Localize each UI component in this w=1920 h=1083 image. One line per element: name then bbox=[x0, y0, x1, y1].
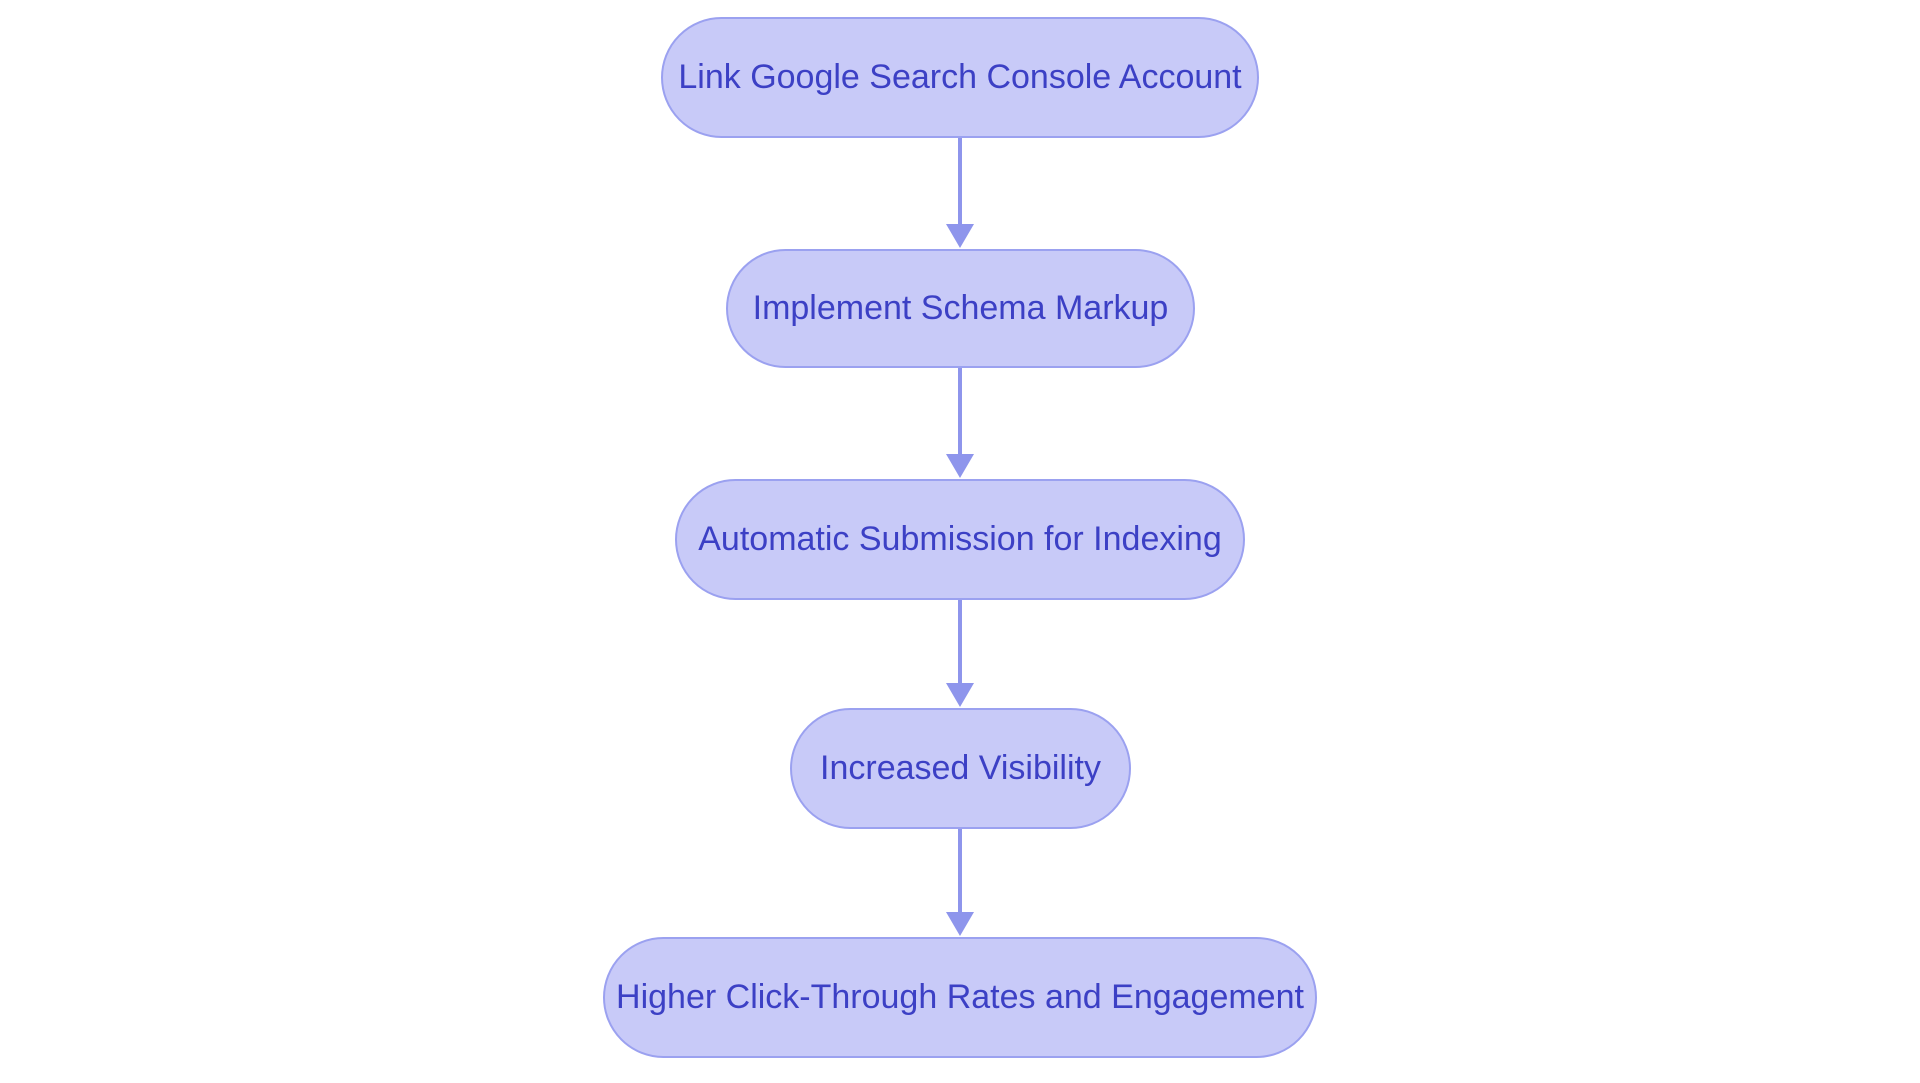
flowchart-node-higher-ctr-engagement: Higher Click-Through Rates and Engagemen… bbox=[603, 937, 1317, 1058]
connector-arrow-down-icon bbox=[946, 138, 974, 248]
node-label: Implement Schema Markup bbox=[752, 289, 1169, 327]
arrow-head bbox=[946, 224, 974, 248]
arrow-stem bbox=[958, 368, 962, 456]
connector-arrow-down-icon bbox=[946, 829, 974, 936]
arrow-head bbox=[946, 912, 974, 936]
connector-arrow-down-icon bbox=[946, 368, 974, 478]
connector-arrow-down-icon bbox=[946, 600, 974, 707]
arrow-stem bbox=[958, 138, 962, 226]
arrow-head bbox=[946, 454, 974, 478]
flowchart-node-link-gsc-account: Link Google Search Console Account bbox=[661, 17, 1259, 138]
arrow-head bbox=[946, 683, 974, 707]
node-label: Link Google Search Console Account bbox=[678, 58, 1242, 96]
node-label: Automatic Submission for Indexing bbox=[698, 520, 1222, 558]
arrow-stem bbox=[958, 600, 962, 685]
arrow-stem bbox=[958, 829, 962, 914]
node-label: Increased Visibility bbox=[820, 749, 1101, 787]
flowchart-node-implement-schema-markup: Implement Schema Markup bbox=[726, 249, 1195, 368]
flowchart-node-increased-visibility: Increased Visibility bbox=[790, 708, 1131, 829]
node-label: Higher Click-Through Rates and Engagemen… bbox=[616, 978, 1304, 1016]
flowchart-node-automatic-submission-indexing: Automatic Submission for Indexing bbox=[675, 479, 1245, 600]
